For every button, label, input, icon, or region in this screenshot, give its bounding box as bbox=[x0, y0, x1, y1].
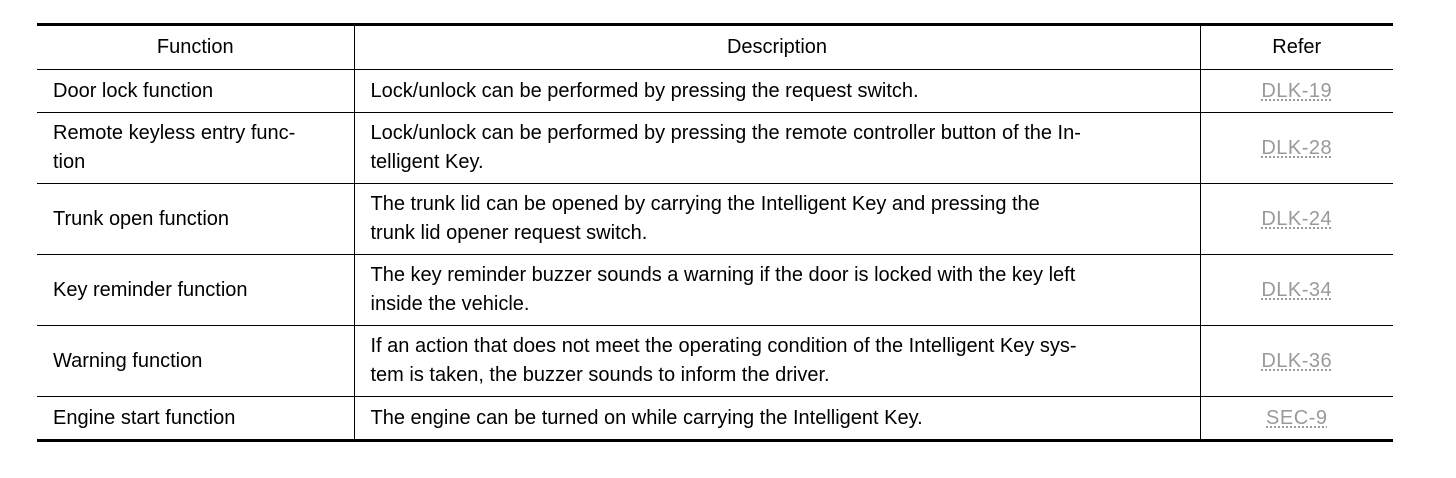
table-row: Key reminder function The key reminder b… bbox=[37, 254, 1393, 326]
description-cell: The key reminder buzzer sounds a warning… bbox=[353, 254, 1200, 326]
table-header-row: Function Description Refer bbox=[37, 24, 1393, 70]
refer-link[interactable]: DLK-28 bbox=[1261, 136, 1333, 159]
header-description: Description bbox=[353, 24, 1200, 70]
function-cell: Warning function bbox=[37, 325, 354, 397]
description-cell: The trunk lid can be opened by carrying … bbox=[353, 183, 1200, 255]
description-cell: Lock/unlock can be performed by pressing… bbox=[353, 112, 1200, 184]
description-cell: If an action that does not meet the oper… bbox=[353, 325, 1200, 397]
function-cell: Door lock function bbox=[37, 69, 354, 113]
table-row: Remote keyless entry func-tion Lock/unlo… bbox=[37, 112, 1393, 184]
function-cell: Engine start function bbox=[37, 396, 354, 441]
table-row: Warning function If an action that does … bbox=[37, 325, 1393, 397]
function-cell: Trunk open function bbox=[37, 183, 354, 255]
function-cell: Key reminder function bbox=[37, 254, 354, 326]
refer-cell: DLK-28 bbox=[1199, 112, 1393, 184]
header-function: Function bbox=[156, 36, 234, 58]
table-row: Trunk open function The trunk lid can be… bbox=[37, 183, 1393, 255]
function-table: Function Description Refer Door lock fun… bbox=[37, 23, 1393, 442]
refer-link[interactable]: DLK-36 bbox=[1261, 349, 1333, 372]
refer-cell: DLK-34 bbox=[1199, 254, 1393, 326]
refer-link[interactable]: DLK-19 bbox=[1261, 79, 1333, 102]
function-cell: Remote keyless entry func-tion bbox=[37, 112, 354, 184]
description-cell: The engine can be turned on while carryi… bbox=[353, 396, 1200, 441]
refer-cell: SEC-9 bbox=[1199, 396, 1393, 441]
refer-link[interactable]: DLK-24 bbox=[1261, 207, 1333, 230]
header-refer: Refer bbox=[1199, 24, 1393, 70]
table-row: Door lock function Lock/unlock can be pe… bbox=[37, 69, 1393, 113]
refer-cell: DLK-24 bbox=[1199, 183, 1393, 255]
refer-cell: DLK-36 bbox=[1199, 325, 1393, 397]
refer-cell: DLK-19 bbox=[1199, 69, 1393, 113]
refer-link[interactable]: SEC-9 bbox=[1266, 406, 1328, 429]
refer-link[interactable]: DLK-34 bbox=[1261, 278, 1333, 301]
description-cell: Lock/unlock can be performed by pressing… bbox=[353, 69, 1200, 113]
table-row: Engine start function The engine can be … bbox=[37, 396, 1393, 441]
